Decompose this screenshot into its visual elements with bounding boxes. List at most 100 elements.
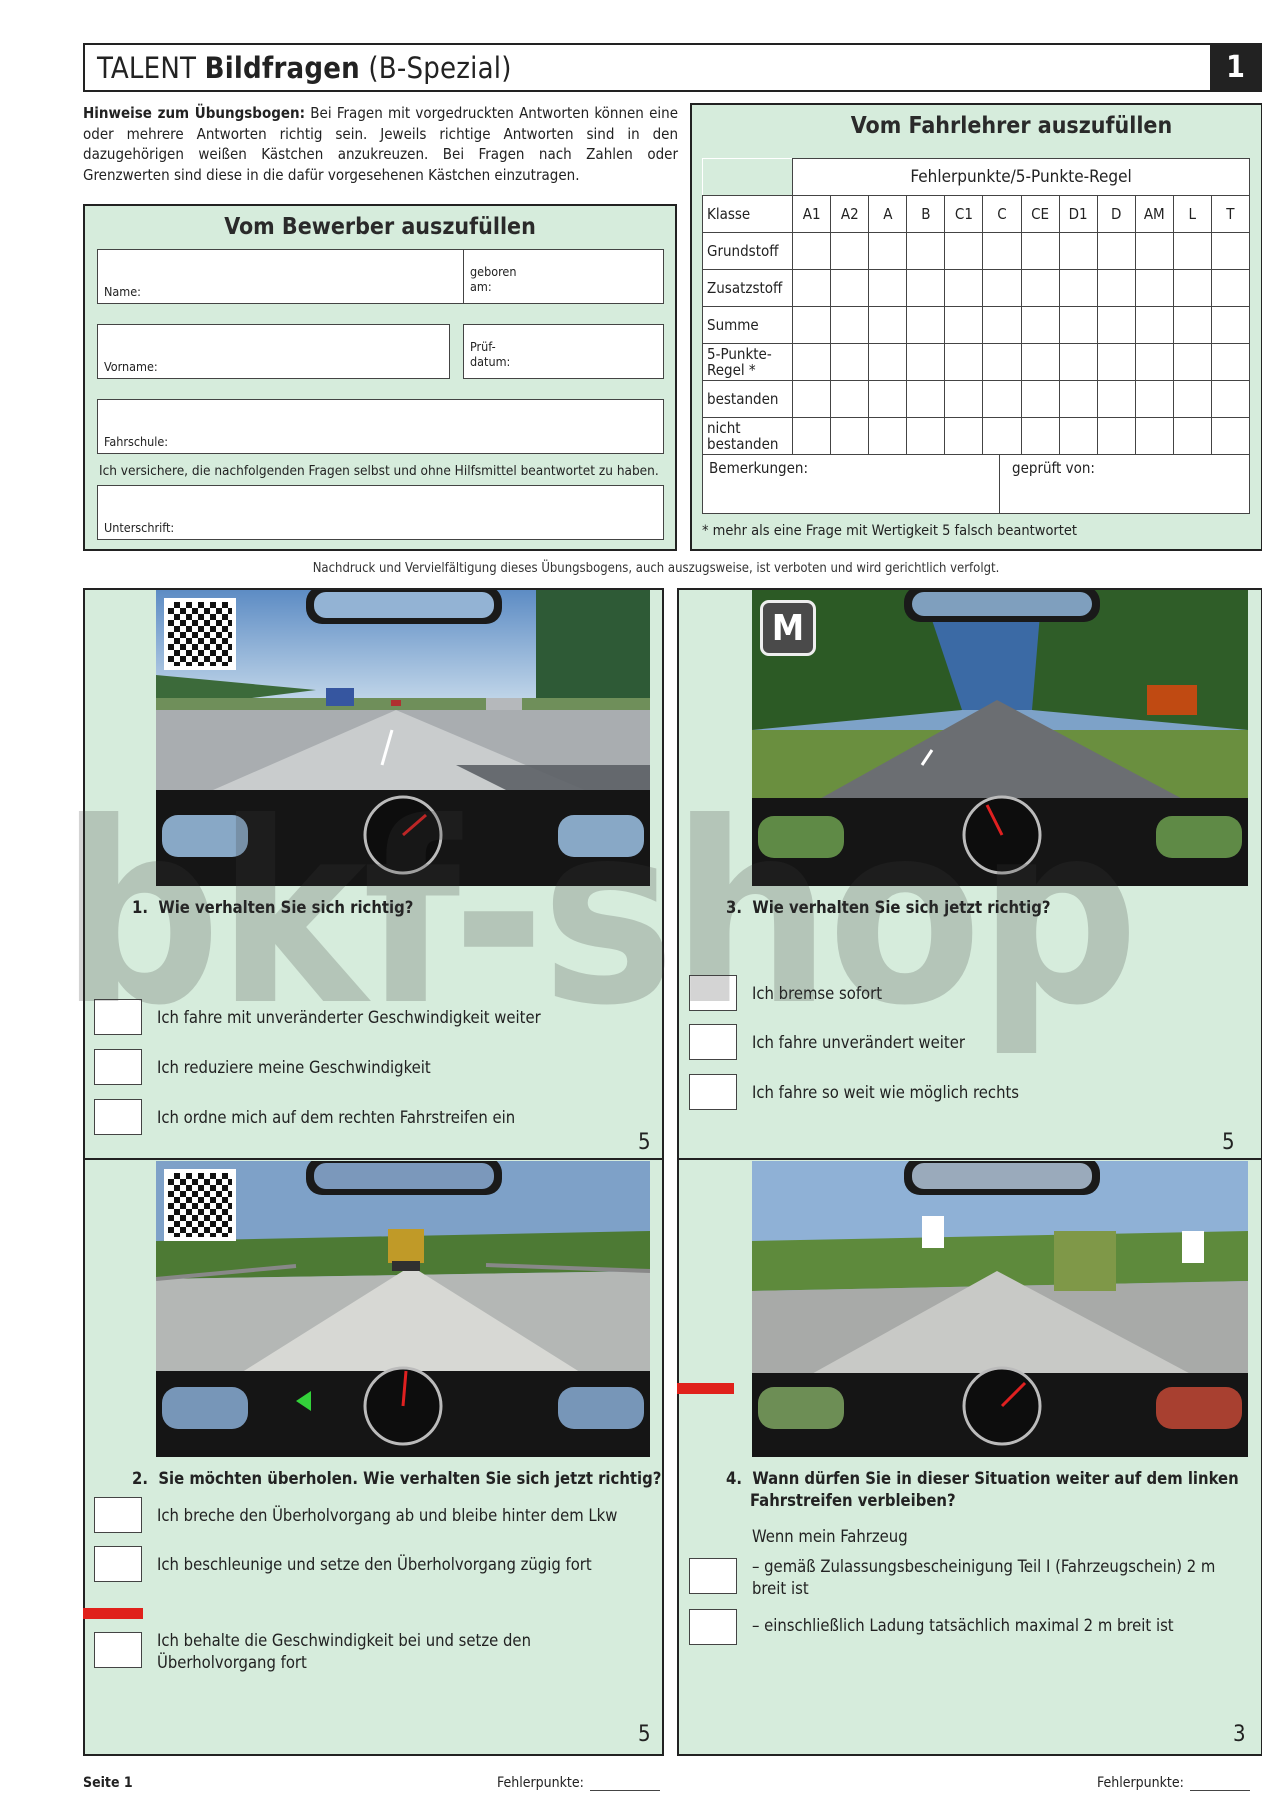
name-field[interactable]: Name: — [97, 249, 533, 304]
score-cell[interactable] — [1210, 306, 1251, 344]
score-cell[interactable] — [1020, 343, 1060, 381]
score-cell[interactable] — [830, 380, 870, 418]
q2-answer-3-checkbox[interactable] — [94, 1632, 142, 1668]
score-cell[interactable] — [944, 380, 984, 418]
score-cell[interactable] — [1134, 232, 1174, 270]
score-cell[interactable] — [906, 306, 946, 344]
score-cell[interactable] — [1134, 269, 1174, 307]
score-cell[interactable] — [1134, 343, 1174, 381]
score-cell[interactable] — [944, 417, 984, 455]
score-cell[interactable] — [1134, 417, 1174, 455]
score-cell[interactable] — [1020, 232, 1060, 270]
score-cell[interactable] — [982, 343, 1022, 381]
score-cell[interactable] — [1172, 269, 1212, 307]
score-cell[interactable] — [1172, 343, 1212, 381]
score-cell[interactable] — [792, 232, 832, 270]
firstname-field[interactable]: Vorname: — [97, 324, 450, 379]
score-cell[interactable] — [868, 343, 908, 381]
score-cell[interactable] — [944, 232, 984, 270]
score-cell[interactable] — [868, 269, 908, 307]
score-cell[interactable] — [830, 306, 870, 344]
q3-answer-2-checkbox[interactable] — [689, 1024, 737, 1060]
q2-answer-2-checkbox[interactable] — [94, 1546, 142, 1582]
score-cell[interactable] — [906, 380, 946, 418]
error-points-right-field[interactable] — [1189, 1777, 1250, 1791]
q2-answer-1-checkbox[interactable] — [94, 1497, 142, 1533]
score-cell[interactable] — [830, 269, 870, 307]
score-cell[interactable] — [1058, 343, 1098, 381]
signature-field[interactable]: Unterschrift: — [97, 485, 664, 540]
q4-answer-2-checkbox[interactable] — [689, 1609, 737, 1645]
score-cell[interactable] — [792, 269, 832, 307]
q1-answer-2-checkbox[interactable] — [94, 1049, 142, 1085]
score-cell[interactable] — [868, 306, 908, 344]
score-cell[interactable] — [1210, 380, 1251, 418]
score-cell[interactable] — [982, 417, 1022, 455]
score-cell[interactable] — [1134, 380, 1174, 418]
score-cell[interactable] — [906, 417, 946, 455]
q1-answer-3-checkbox[interactable] — [94, 1099, 142, 1135]
q1-answer-3-text: Ich ordne mich auf dem rechten Fahrstrei… — [157, 1108, 516, 1127]
score-cell[interactable] — [944, 343, 984, 381]
score-cell[interactable] — [982, 380, 1022, 418]
q3-answer-1-checkbox[interactable] — [689, 975, 737, 1011]
score-cell[interactable] — [1058, 232, 1098, 270]
error-points-left-field[interactable] — [589, 1777, 660, 1791]
score-cell[interactable] — [1172, 232, 1212, 270]
question-1-title: 1. Wie verhalten Sie sich richtig? — [132, 898, 414, 917]
score-cell[interactable] — [982, 232, 1022, 270]
class-col-header: D1 — [1058, 195, 1098, 233]
score-cell[interactable] — [830, 232, 870, 270]
score-cell[interactable] — [1096, 269, 1136, 307]
question-3-image — [752, 590, 1248, 886]
exam-date-field[interactable]: Prüf-datum: — [463, 324, 664, 379]
score-cell[interactable] — [1172, 417, 1212, 455]
score-cell[interactable] — [830, 417, 870, 455]
scoring-group-header: Fehlerpunkte/5-Punkte-Regel — [792, 158, 1250, 196]
q1-answer-1-checkbox[interactable] — [94, 999, 142, 1035]
checked-by-field[interactable]: geprüft von: — [1012, 459, 1095, 477]
score-cell[interactable] — [792, 306, 832, 344]
score-cell[interactable] — [792, 380, 832, 418]
score-cell[interactable] — [868, 380, 908, 418]
sheet-number: 1 — [1210, 45, 1261, 90]
score-cell[interactable] — [982, 269, 1022, 307]
q3-answer-3-checkbox[interactable] — [689, 1074, 737, 1110]
score-cell[interactable] — [830, 343, 870, 381]
score-cell[interactable] — [1020, 306, 1060, 344]
score-cell[interactable] — [1172, 380, 1212, 418]
driving-school-field[interactable]: Fahrschule: — [97, 399, 664, 454]
score-cell[interactable] — [1058, 306, 1098, 344]
score-cell[interactable] — [1058, 417, 1098, 455]
score-cell[interactable] — [1134, 306, 1174, 344]
score-cell[interactable] — [1210, 417, 1251, 455]
score-cell[interactable] — [1020, 380, 1060, 418]
score-cell[interactable] — [1172, 306, 1212, 344]
score-cell[interactable] — [906, 232, 946, 270]
score-cell[interactable] — [1210, 269, 1251, 307]
score-cell[interactable] — [1096, 306, 1136, 344]
score-cell[interactable] — [1096, 380, 1136, 418]
score-cell[interactable] — [792, 417, 832, 455]
score-cell[interactable] — [906, 343, 946, 381]
score-cell[interactable] — [944, 306, 984, 344]
q4-answer-1-checkbox[interactable] — [689, 1558, 737, 1594]
score-cell[interactable] — [1020, 269, 1060, 307]
score-cell[interactable] — [868, 417, 908, 455]
score-cell[interactable] — [944, 269, 984, 307]
remarks-field[interactable]: Bemerkungen: — [703, 455, 1000, 513]
score-cell[interactable] — [1096, 417, 1136, 455]
score-cell[interactable] — [1058, 380, 1098, 418]
score-cell[interactable] — [1210, 343, 1251, 381]
score-cell[interactable] — [982, 306, 1022, 344]
score-cell[interactable] — [868, 232, 908, 270]
score-cell[interactable] — [1058, 269, 1098, 307]
score-cell[interactable] — [1096, 232, 1136, 270]
score-cell[interactable] — [1096, 343, 1136, 381]
score-cell[interactable] — [906, 269, 946, 307]
question-4-title: 4. Wann dürfen Sie in dieser Situation w… — [726, 1469, 1239, 1510]
score-cell[interactable] — [1020, 417, 1060, 455]
score-cell[interactable] — [1210, 232, 1251, 270]
score-cell[interactable] — [792, 343, 832, 381]
